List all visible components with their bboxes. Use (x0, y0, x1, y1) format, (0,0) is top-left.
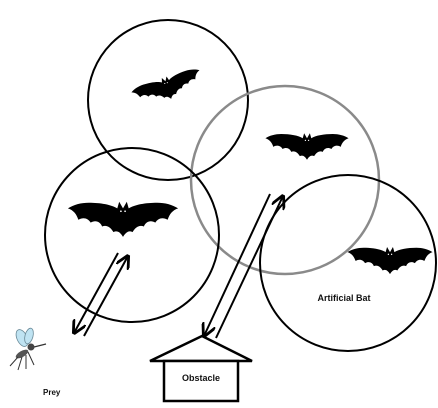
prey-mosquito-icon (9, 327, 47, 371)
bat-range-circle-right (259, 174, 437, 352)
bat-left (67, 201, 179, 237)
arrow-from-prey (83, 256, 128, 337)
bat-bottom-right (347, 247, 433, 275)
obstacle-house (149, 334, 253, 403)
obstacle-label: Obstacle (182, 373, 220, 383)
prey-label: Prey (43, 388, 61, 397)
bat-range-circle-top (87, 19, 249, 181)
arrow-to-obstacle (204, 193, 271, 336)
bat-range-circle-left (44, 147, 220, 323)
arrow-to-prey (74, 252, 119, 333)
artificial-bat-label: Artificial Bat (317, 293, 370, 303)
bat-top (130, 66, 206, 110)
bat-center-right (265, 133, 349, 160)
arrow-from-obstacle (215, 196, 283, 339)
